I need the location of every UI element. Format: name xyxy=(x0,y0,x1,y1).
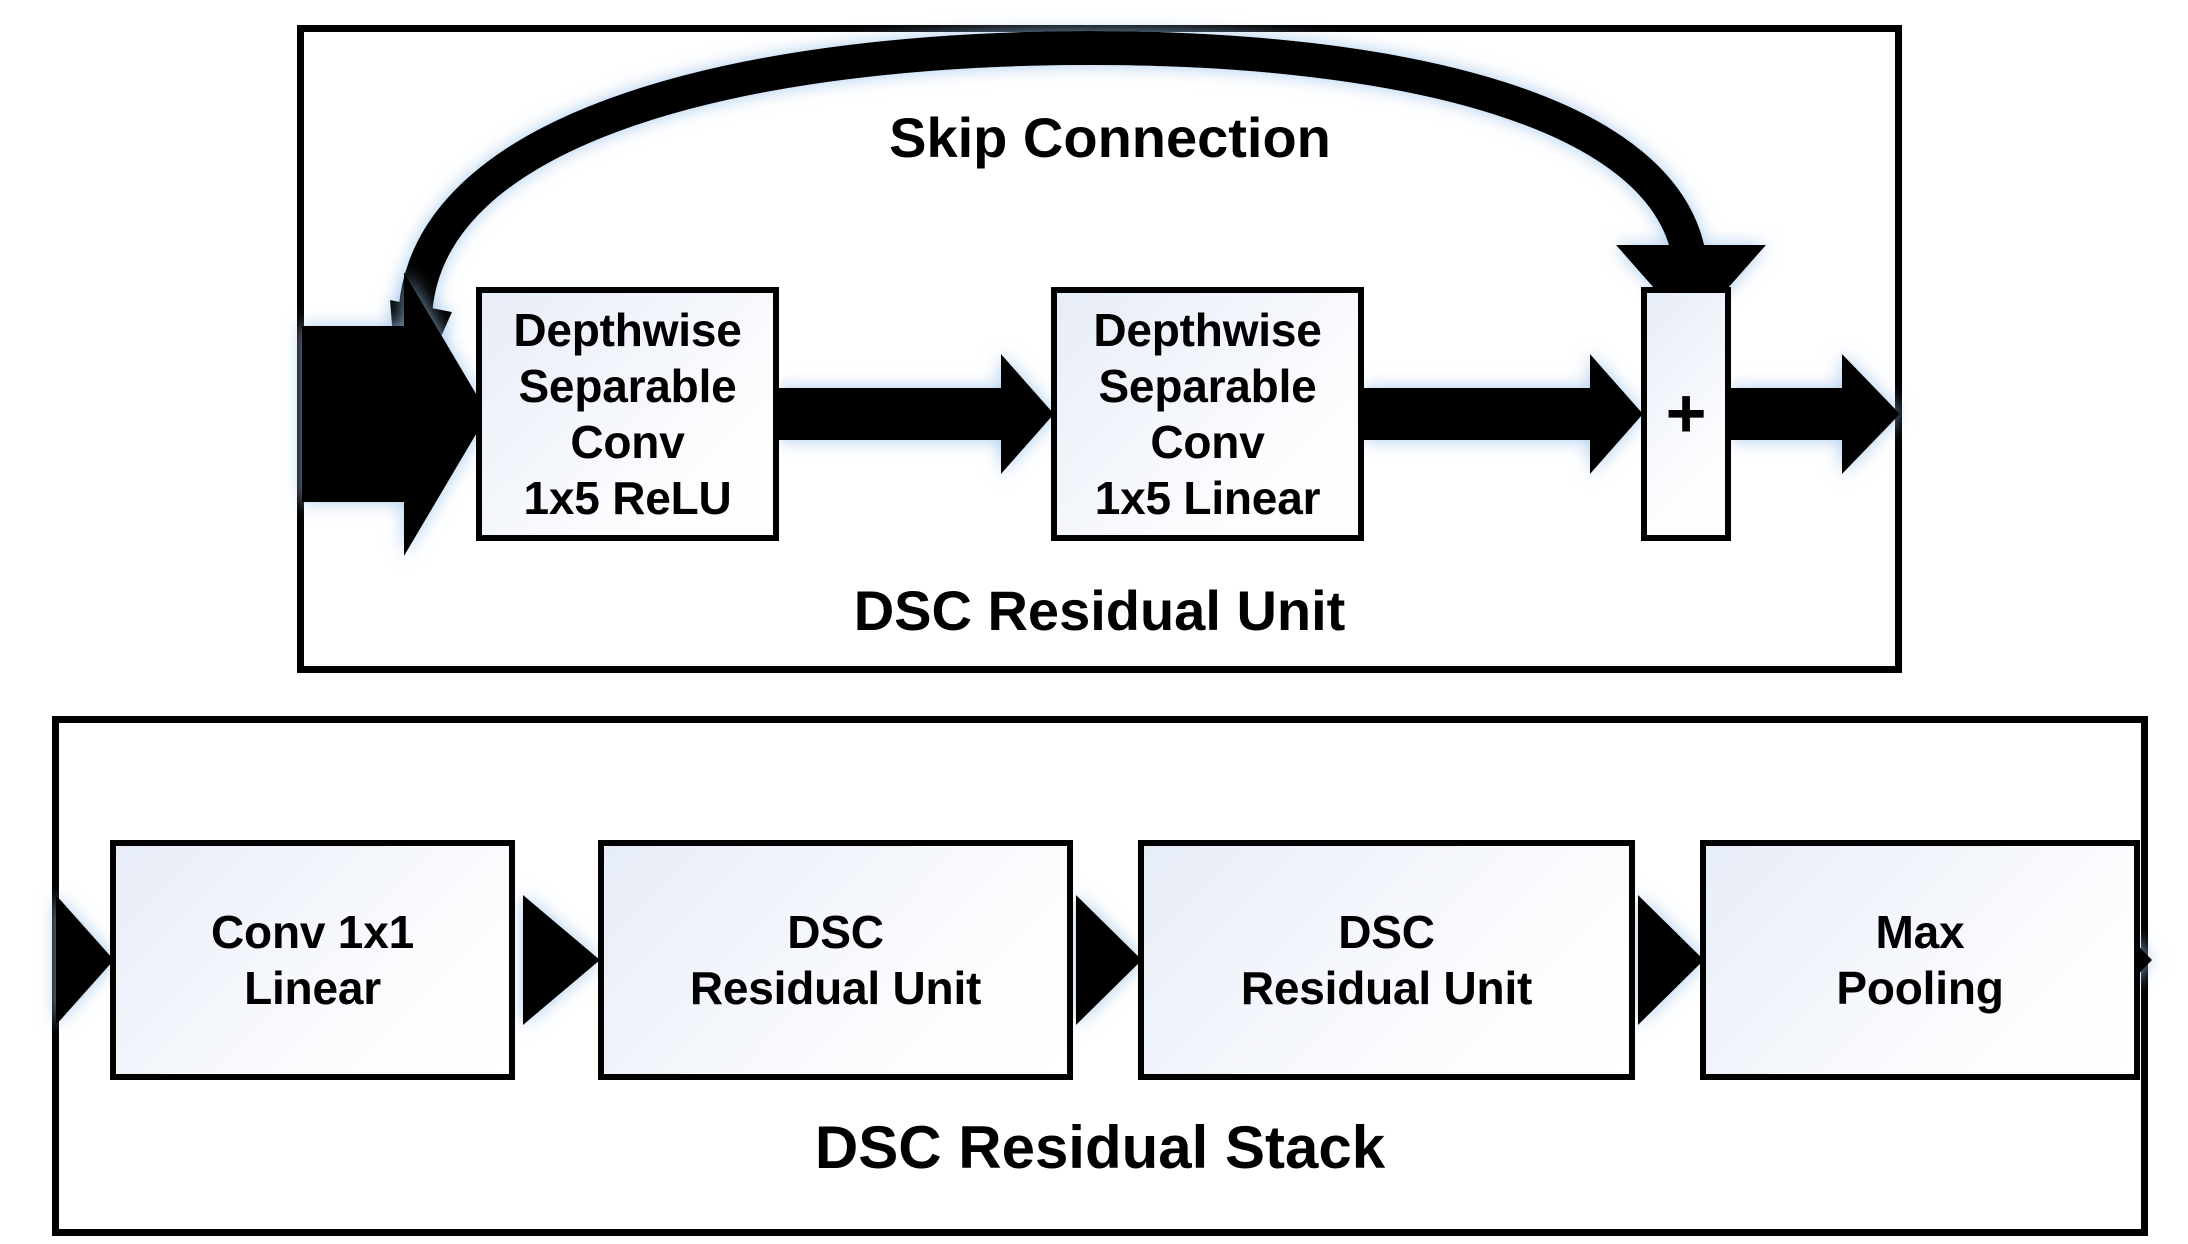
skip-connection-label: Skip Connection xyxy=(889,106,1331,169)
node-label: Max Pooling xyxy=(1836,905,2004,1014)
dsc-residual-unit-caption: DSC Residual Unit xyxy=(853,579,1346,642)
plus-icon: + xyxy=(1665,374,1707,453)
node-label: DSC Residual Unit xyxy=(1240,905,1533,1014)
node-dsc-residual-unit-1[interactable]: DSC Residual Unit xyxy=(598,840,1073,1080)
node-label: DSC Residual Unit xyxy=(689,905,982,1014)
node-label: Depthwise Separable Conv 1x5 ReLU xyxy=(513,303,742,525)
node-depthwise-separable-conv-relu[interactable]: Depthwise Separable Conv 1x5 ReLU xyxy=(476,287,779,541)
node-add-operator[interactable]: + xyxy=(1641,287,1731,541)
dsc-residual-stack-caption: DSC Residual Stack xyxy=(814,1114,1386,1181)
node-label: Conv 1x1 Linear xyxy=(211,905,414,1014)
node-conv-1x1-linear[interactable]: Conv 1x1 Linear xyxy=(110,840,515,1080)
node-label: Depthwise Separable Conv 1x5 Linear xyxy=(1093,303,1322,525)
node-dsc-residual-unit-2[interactable]: DSC Residual Unit xyxy=(1138,840,1635,1080)
node-max-pooling[interactable]: Max Pooling xyxy=(1700,840,2140,1080)
node-depthwise-separable-conv-linear[interactable]: Depthwise Separable Conv 1x5 Linear xyxy=(1051,287,1364,541)
